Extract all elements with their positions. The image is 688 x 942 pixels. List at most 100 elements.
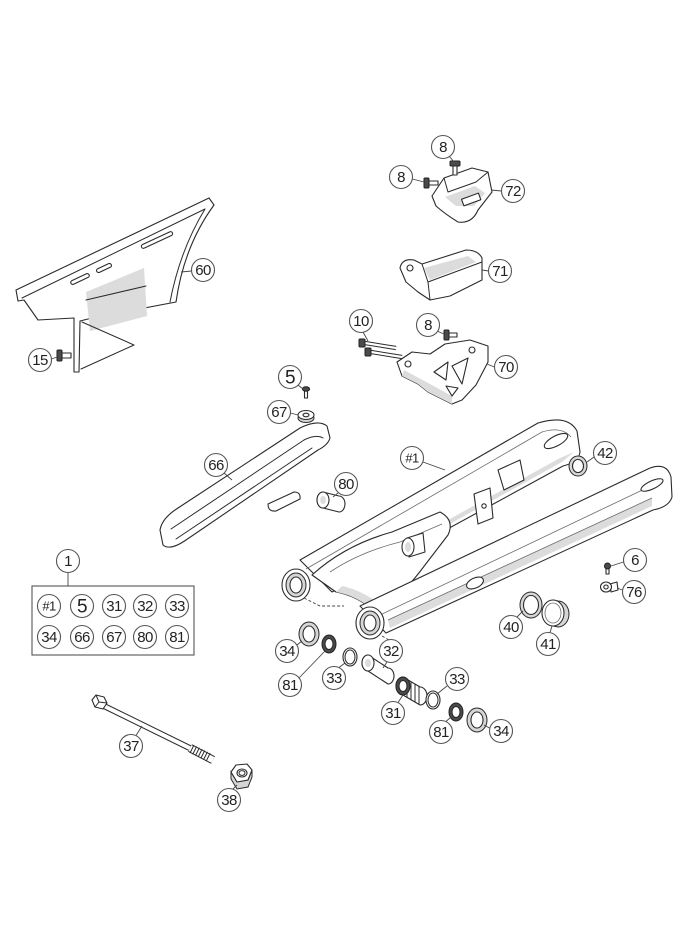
callout-label: 15 <box>32 352 48 369</box>
chain-slider-groove <box>175 447 313 540</box>
callout-circle <box>55 548 81 574</box>
callout-label: 81 <box>169 629 185 646</box>
callout-label: 32 <box>137 598 153 615</box>
leader-line-70 <box>486 363 495 368</box>
leader-line-8-middle <box>436 330 445 335</box>
part-81-bearing-left <box>321 634 337 654</box>
callout-circle <box>216 787 242 813</box>
chain-guide-bracket-shade <box>402 370 452 404</box>
callout-label: 34 <box>279 643 295 660</box>
bolt-shank-fill <box>370 350 403 359</box>
part-60-chain-guard <box>15 197 215 373</box>
callout-circle <box>428 719 454 745</box>
ring-inner <box>427 692 439 708</box>
callout-circle <box>622 547 648 573</box>
chain-guard-slot <box>96 262 112 274</box>
bearing-inner <box>451 705 461 719</box>
callout-circle <box>498 614 524 640</box>
screw-shank <box>428 180 439 186</box>
part-32-sleeve <box>361 654 395 685</box>
leader-line-swingarm <box>422 461 446 471</box>
callout-34-left: 34 <box>274 638 300 664</box>
kit-item: 66 <box>69 624 95 650</box>
part-33-ring-right <box>425 690 441 710</box>
leader-line-67 <box>290 412 299 416</box>
assembly-line <box>381 635 397 645</box>
clip-hole <box>603 584 609 590</box>
callout-label: 5 <box>285 368 295 389</box>
screw-shank <box>448 332 458 338</box>
leader-line-38 <box>232 784 238 790</box>
part-80-bushing <box>316 491 346 513</box>
part-66-chain-slider <box>159 422 331 548</box>
axle-thread-lines <box>189 744 211 762</box>
axle-thread-fill <box>188 745 215 763</box>
screw-head <box>423 177 430 189</box>
washer-hole <box>302 412 310 418</box>
screw-shank <box>452 165 458 176</box>
callout-38: 38 <box>216 787 242 813</box>
callout-circle <box>444 666 470 692</box>
leader-line-32 <box>382 661 388 669</box>
part-41-cap <box>541 599 570 628</box>
chain-slider-outline <box>159 422 331 548</box>
bolt-shank-fill <box>364 341 397 350</box>
chain-guard-fold-line <box>85 285 147 301</box>
callout-5: 5 <box>277 364 303 390</box>
chain-guide-cover-label <box>460 192 482 207</box>
swingarm-axle-slot <box>640 478 664 492</box>
ring-inner <box>344 649 356 665</box>
callout-circle <box>487 258 513 284</box>
kit-item: 67 <box>101 624 127 650</box>
callout-label: 8 <box>397 169 405 186</box>
part-70-chain-guide-bracket <box>396 339 489 405</box>
cap-rim <box>544 602 562 624</box>
callout-33-left: 33 <box>321 665 347 691</box>
part-40-ring <box>519 591 543 619</box>
axle-head-edge <box>94 694 108 708</box>
callout-circle <box>274 638 300 664</box>
callout-label: 1 <box>64 553 72 570</box>
callout-81-right: 81 <box>428 719 454 745</box>
chain-slider-fin <box>267 491 301 512</box>
callout-81-left: 81 <box>277 672 303 698</box>
callout-72: 72 <box>500 178 526 204</box>
callout-label: 70 <box>498 359 514 376</box>
callout-42: 42 <box>592 440 618 466</box>
callout-label: 80 <box>137 629 153 646</box>
guide-mount-hole <box>481 503 487 509</box>
swingarm-near-arm-edge <box>377 483 656 617</box>
callout-label: 76 <box>626 584 642 601</box>
chain-guard-slot <box>140 231 174 249</box>
leader-line-34-left <box>296 640 303 646</box>
kit-item: 34 <box>36 624 62 650</box>
callout-circle <box>430 134 456 160</box>
swingarm-rear-slot <box>543 432 569 450</box>
kit-item: 32 <box>132 593 158 619</box>
callout-label: 10 <box>353 313 369 330</box>
callout-label: 8 <box>439 139 447 156</box>
needle-bearing-bore <box>398 679 408 693</box>
leader-line-8-top <box>448 155 455 163</box>
callout-circle <box>399 445 425 471</box>
chain-guide-block-edge <box>427 261 483 283</box>
callout-circle <box>101 624 127 650</box>
leader-line-80 <box>332 492 339 498</box>
leader-line-15 <box>51 356 58 360</box>
part-33-ring-left <box>342 647 358 667</box>
callout-76: 76 <box>621 579 647 605</box>
callout-8-screw-top: 8 <box>430 134 456 160</box>
kit-item: 81 <box>164 624 190 650</box>
part-15-screw <box>56 349 72 362</box>
part-31-needle-bearing <box>395 676 428 706</box>
leader-line-5 <box>297 384 304 390</box>
callout-41: 41 <box>535 631 561 657</box>
callout-circle <box>190 257 216 283</box>
kit-item: 31 <box>101 593 127 619</box>
pivot-bore <box>289 576 303 594</box>
callout-label: #1 <box>42 599 56 614</box>
part-72-chain-guide-cover <box>431 167 493 223</box>
callout-label: 80 <box>338 476 354 493</box>
leader-line-76 <box>616 587 623 591</box>
swingarm-far-arm-edge <box>305 429 572 570</box>
